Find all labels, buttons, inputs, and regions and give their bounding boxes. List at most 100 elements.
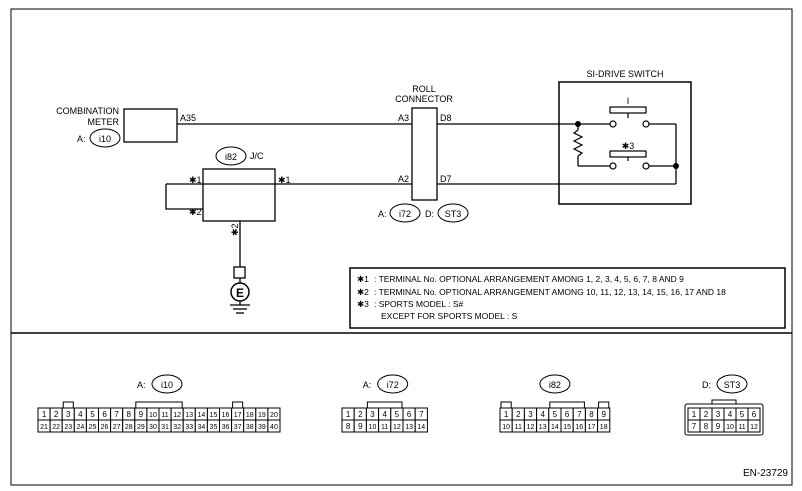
connector-ST3-oval — [716, 374, 748, 394]
pin-number: 14 — [417, 424, 425, 431]
si-drive-resistor — [572, 129, 584, 157]
pin-number: 3 — [716, 410, 721, 419]
note-2-mark: ✱2 — [357, 287, 369, 297]
pin-number: 25 — [89, 424, 97, 431]
pin-number: 18 — [246, 412, 254, 419]
pin-number: 15 — [563, 424, 571, 431]
pin-number: 4 — [78, 410, 83, 419]
pin-number: 4 — [382, 410, 387, 419]
connector-i10-name: i10 — [161, 380, 173, 390]
pin-number: 6 — [407, 410, 412, 419]
jc-conn-name: i82 — [225, 152, 237, 162]
ground-terminal — [233, 266, 246, 279]
pin-number: 18 — [600, 424, 608, 431]
si-drive-switch-1-label: I — [627, 96, 630, 106]
pin-number: 24 — [76, 424, 84, 431]
pin-number: 12 — [173, 412, 181, 419]
pin-number: 7 — [114, 410, 119, 419]
pin-number: 10 — [149, 412, 157, 419]
roll-conn-prefix-a: A: — [378, 209, 387, 219]
roll-connector-label-line2: CONNECTOR — [395, 94, 453, 104]
si-drive-switch-1-actuator — [609, 106, 647, 114]
jc-terminal-right-top: ✱1 — [278, 175, 291, 185]
si-drive-switch-3-contact-right — [642, 162, 650, 170]
pin-number: 9 — [716, 422, 721, 431]
jc-conn-oval — [215, 146, 247, 166]
roll-conn-oval-a — [389, 203, 421, 223]
jc-label: J/C — [250, 151, 264, 161]
pin-number: 33 — [185, 424, 193, 431]
joint-connector: i82 J/C ✱1 ✱1 ✱2 ✱2 — [189, 146, 291, 236]
pin-number: 31 — [161, 424, 169, 431]
pin-number: 35 — [210, 424, 218, 431]
wire-jc-internal-loop — [165, 184, 203, 210]
si-drive-title: SI-DRIVE SWITCH — [586, 69, 663, 79]
pin-number: 9 — [601, 410, 606, 419]
connector-i72-oval — [377, 374, 409, 394]
connector-ST3-prefix: D: — [702, 380, 711, 390]
combination-meter-conn-prefix: A: — [77, 134, 86, 144]
pin-number: 39 — [258, 424, 266, 431]
roll-conn-oval-d — [437, 203, 469, 223]
pin-number: 38 — [246, 424, 254, 431]
pin-number: 16 — [222, 412, 230, 419]
connector-i72-prefix: A: — [363, 380, 372, 390]
combination-meter-box — [123, 108, 178, 143]
pin-number: 19 — [258, 412, 266, 419]
pin-number: 12 — [393, 424, 401, 431]
combination-meter-conn-oval — [89, 128, 121, 148]
connector-i72-lock-0 — [366, 401, 403, 409]
pin-number: 12 — [750, 424, 758, 431]
roll-terminal-a2: A2 — [398, 174, 409, 184]
si-drive-switch: SI-DRIVE SWITCH I ✱3 — [558, 69, 692, 205]
pin-number: 9 — [358, 422, 363, 431]
pin-number: 8 — [704, 422, 709, 431]
notes-box: ✱1 : TERMINAL No. OPTIONAL ARRANGEMENT A… — [349, 267, 786, 329]
pin-number: 7 — [577, 410, 582, 419]
si-drive-box — [558, 81, 692, 205]
pin-number: 36 — [222, 424, 230, 431]
pin-number: 1 — [42, 410, 47, 419]
connector-i82-lock-0 — [500, 401, 512, 409]
pin-number: 23 — [64, 424, 72, 431]
combination-meter-label-line1: COMBINATION — [56, 106, 119, 116]
roll-conn-name-d: ST3 — [445, 209, 462, 219]
roll-conn-prefix-d: D: — [425, 209, 434, 219]
jc-terminal-left-bottom: ✱2 — [189, 207, 202, 217]
roll-terminal-a3: A3 — [398, 113, 409, 123]
note-3-mark: ✱3 — [357, 299, 369, 309]
pin-number: 5 — [553, 410, 558, 419]
pin-number: 1 — [504, 410, 509, 419]
connector-i82-lock-1 — [549, 401, 585, 409]
pin-number: 10 — [369, 424, 377, 431]
pin-number: 13 — [539, 424, 547, 431]
si-drive-switch-3-contact-left — [609, 162, 617, 170]
connector-i10-prefix: A: — [137, 380, 146, 390]
pin-number: 26 — [101, 424, 109, 431]
pin-number: 2 — [358, 410, 363, 419]
pin-number: 3 — [66, 410, 71, 419]
pin-number: 13 — [405, 424, 413, 431]
pin-number: 4 — [540, 410, 545, 419]
pin-number: 4 — [728, 410, 733, 419]
connector-ST3-lock — [711, 399, 737, 405]
note-1-text: : TERMINAL No. OPTIONAL ARRANGEMENT AMON… — [374, 274, 684, 284]
roll-connector: ROLL CONNECTOR A3 A2 D8 D7 A: i72 D: ST3 — [378, 84, 469, 223]
pin-number: 7 — [419, 410, 424, 419]
combination-meter-terminal-a35: A35 — [180, 113, 196, 123]
roll-connector-label-line1: ROLL — [412, 84, 436, 94]
pin-number: 10 — [502, 424, 510, 431]
notes-frame — [349, 267, 786, 329]
roll-terminal-d7: D7 — [440, 174, 452, 184]
jc-box — [202, 168, 276, 222]
pin-cell — [414, 419, 428, 433]
note-4-text: EXCEPT FOR SPORTS MODEL : S — [381, 311, 518, 321]
connector-i82-name: i82 — [549, 380, 561, 390]
pin-number: 2 — [704, 410, 709, 419]
si-drive-switch-3-actuator — [609, 150, 647, 158]
jc-terminal-bottom: ✱2 — [230, 223, 240, 236]
